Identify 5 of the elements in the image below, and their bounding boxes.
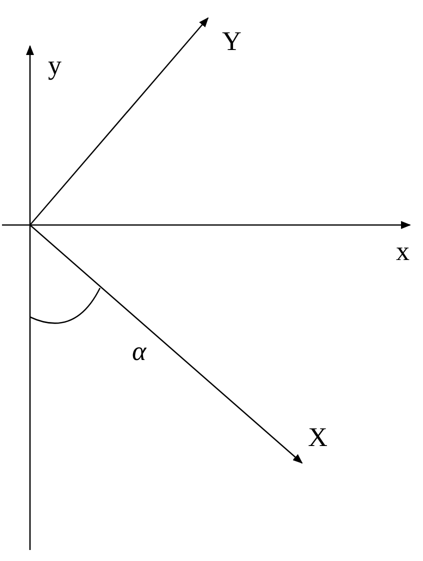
axis-label: Y (222, 28, 242, 55)
axis-label: y (48, 52, 62, 79)
angle-label: α (132, 338, 146, 365)
axis-label: x (396, 238, 410, 265)
axis-label: X (308, 424, 328, 451)
